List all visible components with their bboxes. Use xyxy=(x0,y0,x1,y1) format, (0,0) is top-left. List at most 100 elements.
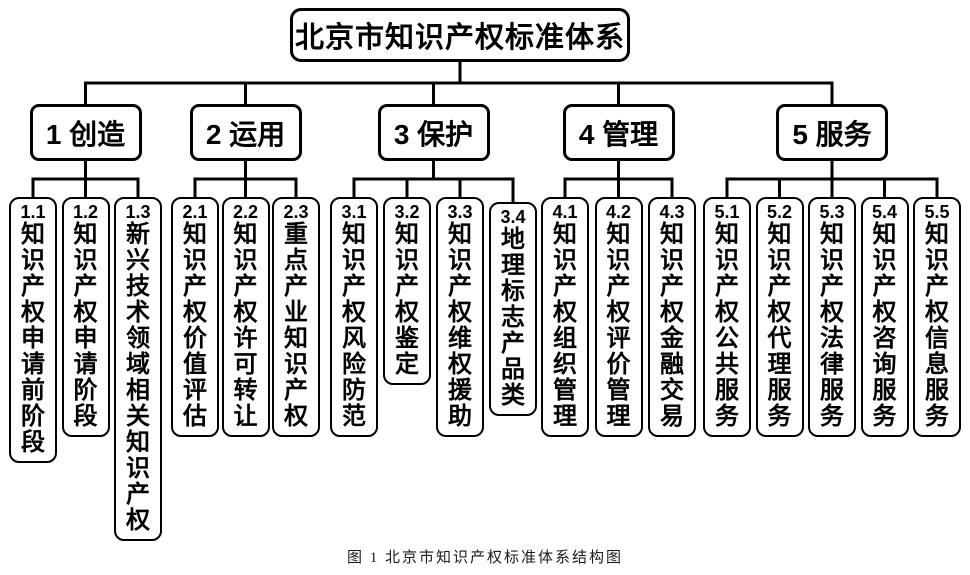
leaf-title-char: 相 xyxy=(126,377,150,404)
leaf-title-char: 知 xyxy=(660,221,684,248)
leaf-title: 知识产权咨询服务 xyxy=(863,222,907,430)
leaf-number: 2.2 xyxy=(232,202,259,222)
leaf-title-char: 知 xyxy=(553,221,577,248)
leaf-title-char: 产 xyxy=(395,273,419,300)
leaf-title-char: 识 xyxy=(715,247,739,274)
leaf-title-char: 产 xyxy=(73,273,98,300)
leaf-number: 5.4 xyxy=(871,202,898,222)
leaf-3.2: 3.2 知识产权鉴定 xyxy=(383,197,431,385)
leaf-title-char: 共 xyxy=(715,351,739,378)
leaf-title-char: 务 xyxy=(872,403,897,430)
leaf-title-char: 识 xyxy=(820,247,844,274)
leaf-title-char: 前 xyxy=(21,377,45,404)
group-4: 4 管理 4.1 知识产权组织管理 4.2 知识产权评价管理 4.3 知识产权金… xyxy=(541,104,696,437)
leaf-4.3: 4.3 知识产权金融交易 xyxy=(648,197,696,437)
leaf-title-char: 知 xyxy=(183,221,207,248)
leaf-title-char: 组 xyxy=(553,325,577,352)
leaf-title: 知识产权代理服务 xyxy=(758,222,802,430)
leaf-1.3: 1.3 新兴技术领域相关知识产权 xyxy=(114,197,162,541)
leaf-title-char: 让 xyxy=(233,403,258,430)
leaf-number: 5.5 xyxy=(924,202,950,222)
leaf-title-char: 识 xyxy=(395,247,419,274)
leaf-title-char: 权 xyxy=(448,299,472,326)
leaf-title-char: 理 xyxy=(767,351,792,378)
leaf-title-char: 权 xyxy=(553,299,577,326)
leaf-title-char: 识 xyxy=(342,247,366,274)
leaf-title-char: 产 xyxy=(501,330,525,357)
leaf-title: 知识产权许可转让 xyxy=(224,222,268,430)
leaf-title-char: 服 xyxy=(925,377,949,404)
leaf-title-char: 息 xyxy=(925,351,949,378)
leaf-title-char: 产 xyxy=(660,273,684,300)
leaf-title-char: 权 xyxy=(448,351,472,378)
leaf-3.4: 3.4 地理标志产品类 xyxy=(489,202,537,416)
leaf-number: 4.2 xyxy=(605,202,632,222)
leaf-title-char: 产 xyxy=(233,273,258,300)
leaf-title: 知识产权公共服务 xyxy=(705,222,749,430)
leaf-title-char: 识 xyxy=(606,247,631,274)
group-3: 3 保护 3.1 知识产权风险防范 3.2 知识产权鉴定 3.3 知识产权维权援… xyxy=(330,104,537,437)
leaf-title-char: 标 xyxy=(501,278,525,305)
leaf-title-char: 志 xyxy=(501,304,525,331)
leaf-title-char: 识 xyxy=(872,247,897,274)
leaf-title-char: 识 xyxy=(183,247,207,274)
leaf-number: 2.1 xyxy=(182,202,208,222)
leaf-title-char: 服 xyxy=(715,377,739,404)
leaf-title: 知识产权金融交易 xyxy=(650,222,694,430)
leaf-title-char: 产 xyxy=(925,273,949,300)
leaf-title-char: 范 xyxy=(342,403,366,430)
leaf-row: 5.1 知识产权公共服务 5.2 知识产权代理服务 5.3 知识产权法律服务 5… xyxy=(703,197,961,437)
figure-caption: 图 1 北京市知识产权标准体系结构图 xyxy=(346,550,623,566)
leaf-title-char: 产 xyxy=(820,273,844,300)
leaf-title: 知识产权评价管理 xyxy=(597,222,641,430)
leaf-title-char: 律 xyxy=(820,351,844,378)
leaf-title: 知识产权维权援助 xyxy=(438,222,482,430)
leaf-title-char: 域 xyxy=(126,351,150,378)
leaf-title-char: 理 xyxy=(501,252,525,279)
leaf-title: 知识产权法律服务 xyxy=(810,222,854,430)
leaf-title-char: 产 xyxy=(553,273,577,300)
leaf-row: 2.1 知识产权价值评估 2.2 知识产权许可转让 2.3 重点产业知识产权 xyxy=(171,197,320,437)
leaf-title-char: 知 xyxy=(126,429,150,456)
leaf-number: 3.3 xyxy=(447,202,473,222)
leaf-title-char: 价 xyxy=(606,351,631,378)
leaf-title-char: 公 xyxy=(715,325,739,352)
leaf-title-char: 定 xyxy=(395,351,419,378)
leaf-title-char: 识 xyxy=(767,247,792,274)
leaf-title-char: 服 xyxy=(820,377,844,404)
leaf-2.1: 2.1 知识产权价值评估 xyxy=(171,197,219,437)
leaf-4.1: 4.1 知识产权组织管理 xyxy=(541,197,589,437)
leaf-title-char: 类 xyxy=(501,382,525,409)
leaf-title-char: 知 xyxy=(872,221,897,248)
leaf-title-char: 产 xyxy=(284,273,308,300)
leaf-row: 4.1 知识产权组织管理 4.2 知识产权评价管理 4.3 知识产权金融交易 xyxy=(541,197,696,437)
leaf-title-char: 权 xyxy=(925,299,949,326)
leaf-title-char: 技 xyxy=(126,273,150,300)
leaf-title-char: 代 xyxy=(767,325,792,352)
leaf-title-char: 评 xyxy=(183,377,207,404)
leaf-title-char: 服 xyxy=(872,377,897,404)
leaf-title-char: 产 xyxy=(448,273,472,300)
leaf-title: 知识产权鉴定 xyxy=(385,222,429,378)
leaf-title-char: 权 xyxy=(660,299,684,326)
leaf-number: 3.4 xyxy=(500,207,526,227)
leaf-title-char: 鉴 xyxy=(395,325,419,352)
leaf-title-char: 务 xyxy=(767,403,792,430)
leaf-title-char: 知 xyxy=(233,221,258,248)
leaf-2.2: 2.2 知识产权许可转让 xyxy=(221,197,270,437)
leaf-title-char: 产 xyxy=(872,273,897,300)
leaf-title-char: 申 xyxy=(21,325,45,352)
leaf-title: 知识产权组织管理 xyxy=(543,222,587,430)
leaf-title-char: 知 xyxy=(395,221,419,248)
leaf-title-char: 产 xyxy=(606,273,631,300)
leaf-title-char: 段 xyxy=(73,403,98,430)
leaf-title-char: 识 xyxy=(925,247,949,274)
leaf-title-char: 值 xyxy=(183,351,207,378)
leaf-title-char: 权 xyxy=(820,299,844,326)
leaf-title-char: 权 xyxy=(342,299,366,326)
leaf-title-char: 评 xyxy=(606,325,631,352)
leaf-title-char: 转 xyxy=(233,377,258,404)
leaf-title-char: 权 xyxy=(126,507,150,534)
